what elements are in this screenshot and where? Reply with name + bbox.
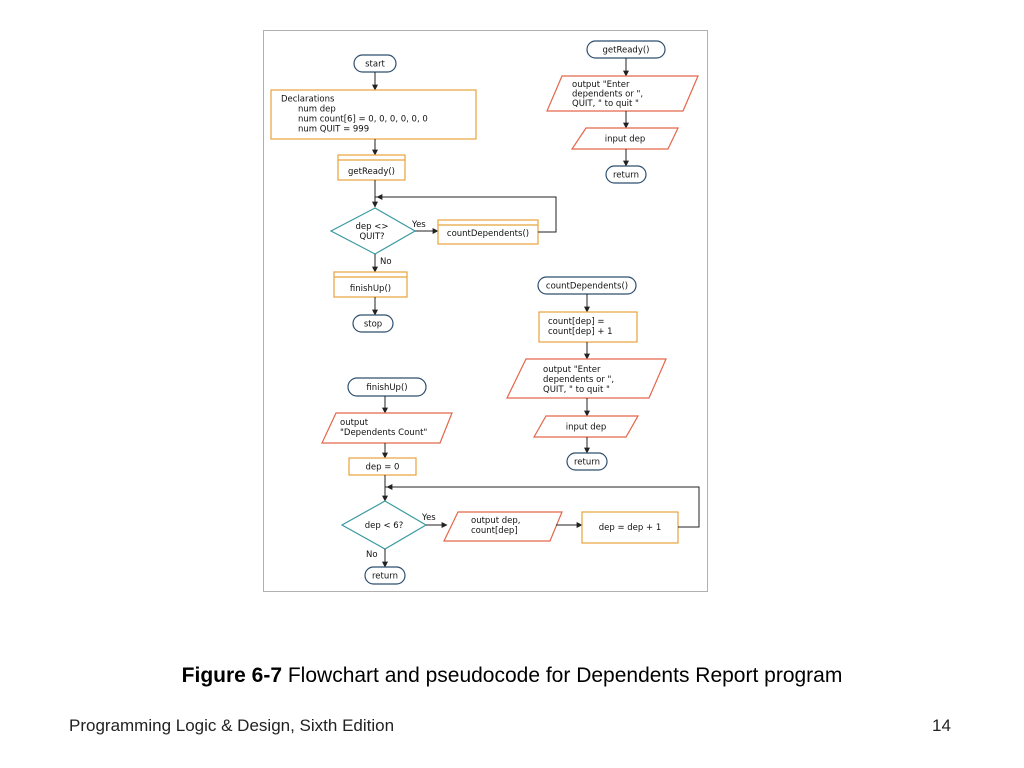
dep-init-box [348,457,417,476]
finish-up-call-box [333,271,408,298]
declarations-box [270,89,477,140]
stop-terminal [352,314,394,333]
figure-label: Figure 6-7 [181,664,283,687]
declarations-line-4: num QUIT = 999 [298,125,369,135]
dep-init-label: dep = 0 [366,463,400,473]
get-ready-return-label: return [613,171,639,181]
get-ready-module: getReady() output "Enter dependents or "… [546,40,699,184]
loop-condition-line-1: dep <> [356,222,389,232]
loop-output-line-1: output dep, [471,516,520,526]
flowchart-figure: start Declarations num dep num count[6] … [263,30,708,592]
loop-output-io [443,511,563,542]
finish-up-call-label: finishUp() [350,284,391,294]
count-increment-line-2: count[dep] + 1 [548,327,613,337]
count-output-line-2: dependents or ", [543,375,614,385]
finish-output-io [321,412,453,444]
loop-yes-label: Yes [411,220,426,230]
footer-book-title: Programming Logic & Design, Sixth Editio… [69,716,395,735]
get-ready-input-io [570,127,679,150]
finish-up-header-terminal [347,377,427,397]
get-ready-output-io [546,75,699,112]
stop-label: stop [364,320,382,330]
figure-caption-text: Flowchart and pseudocode for Dependents … [282,664,843,687]
declarations-line-1: Declarations [281,95,335,105]
finish-output-line-2: "Dependents Count" [340,428,427,438]
count-increment-line-1: count[dep] = [548,317,604,327]
get-ready-return-terminal [605,165,647,184]
get-ready-call-label: getReady() [348,167,395,177]
main-flow: start Declarations num dep num count[6] … [270,54,557,333]
count-output-line-3: QUIT, " to quit " [543,385,610,395]
finish-return-label: return [372,572,398,582]
finish-output-line-1: output [340,418,369,428]
get-ready-header-label: getReady() [603,46,650,56]
finish-up-header-label: finishUp() [366,383,407,393]
count-output-io [506,358,667,399]
count-input-io [532,415,640,438]
count-dependents-call-label: countDependents() [447,229,529,239]
dep-condition-label: dep < 6? [365,521,403,531]
dep-yes-label: Yes [421,513,436,523]
count-output-line-1: output "Enter [543,365,601,375]
get-ready-output-line-2: dependents or ", [572,90,643,100]
get-ready-output-line-3: QUIT, " to quit " [572,99,639,109]
footer-page-number: 14 [932,716,951,735]
dep-increment-box [581,511,679,544]
declarations-line-2: num dep [298,105,336,115]
start-label: start [365,60,385,70]
finish-up-module: finishUp() output "Dependents Count" dep… [321,377,700,585]
loop-condition-line-2: QUIT? [359,232,384,242]
declarations-line-3: num count[6] = 0, 0, 0, 0, 0, 0 [298,115,428,125]
count-dependents-call-box [437,219,539,245]
finish-return-terminal [364,566,406,585]
count-dependents-header-label: countDependents() [546,282,628,292]
get-ready-output-line-1: output "Enter [572,80,630,90]
get-ready-input-label: input dep [605,135,646,145]
count-return-label: return [574,458,600,468]
count-increment-box [538,311,638,343]
count-return-terminal [566,452,608,471]
get-ready-call-box [337,154,406,181]
loop-output-line-2: count[dep] [471,526,518,536]
loop-no-label: No [380,257,392,267]
count-dependents-module: countDependents() count[dep] = count[dep… [506,276,667,471]
count-input-label: input dep [566,423,607,433]
figure-caption: Figure 6-7 Flowchart and pseudocode for … [0,664,1024,688]
dep-increment-label: dep = dep + 1 [599,523,662,533]
dep-no-label: No [366,550,378,560]
